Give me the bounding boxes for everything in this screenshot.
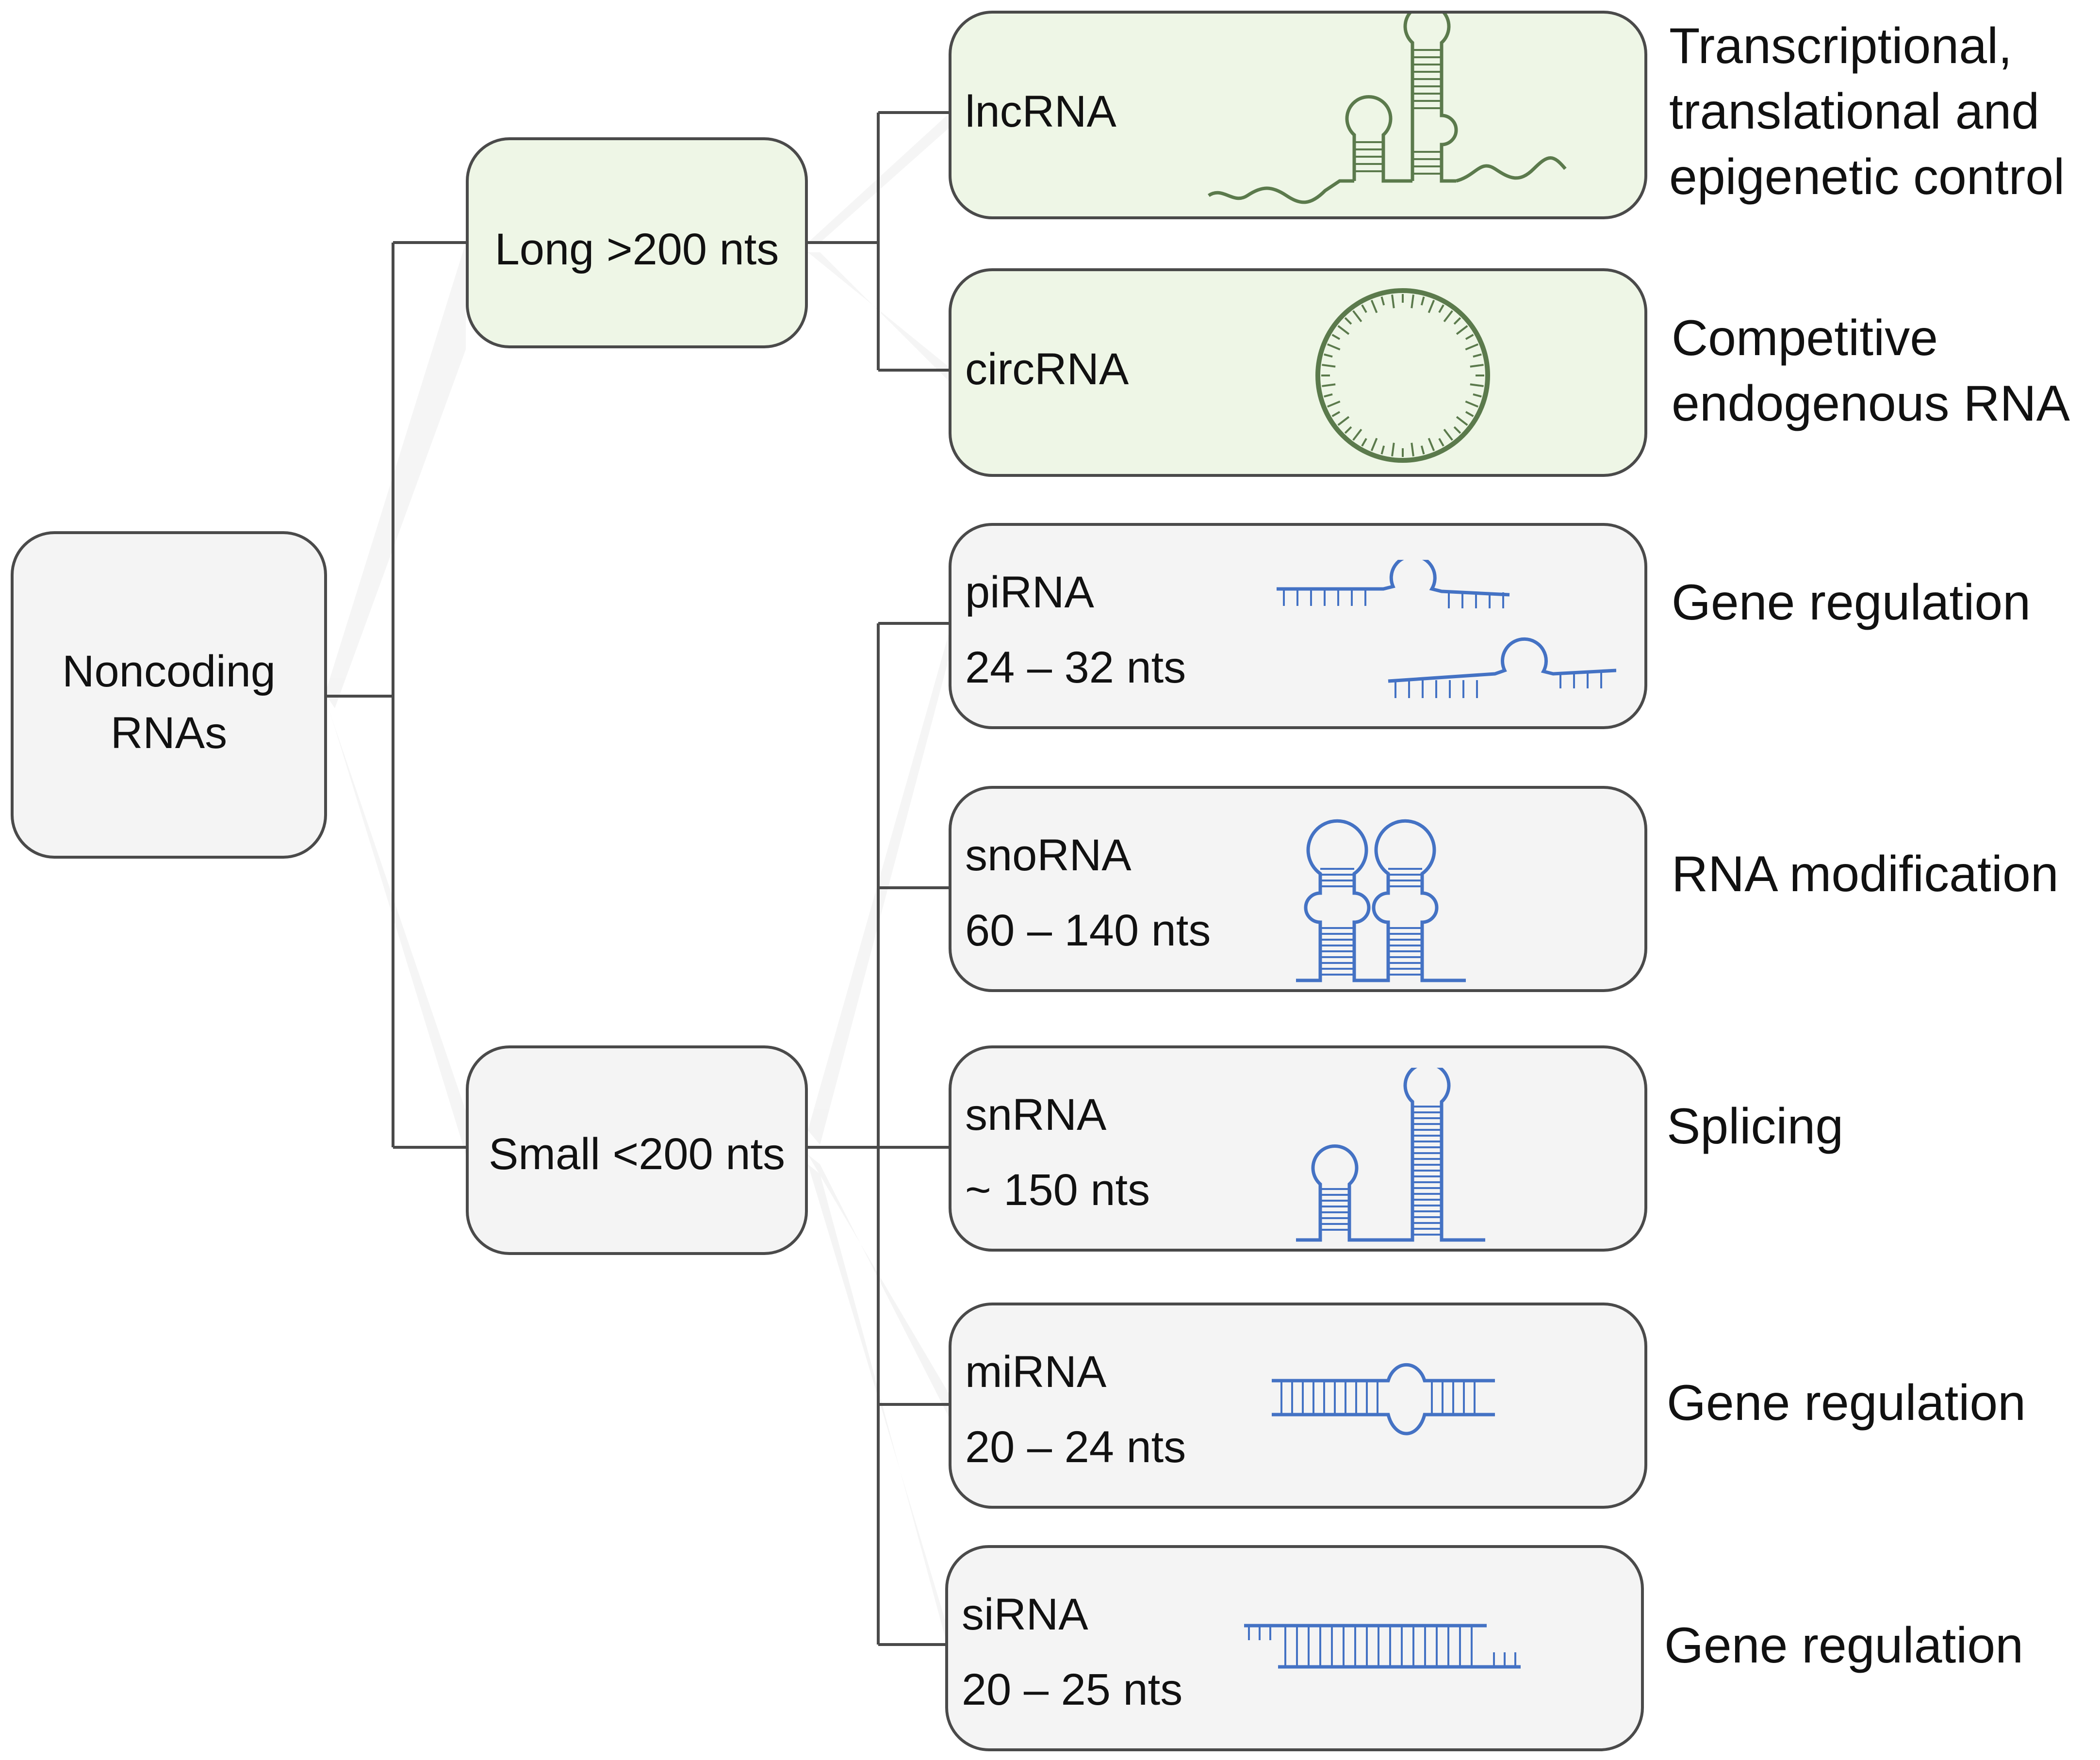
snrna-function: Splicing [1667,1098,1844,1155]
long-group-node: Long >200 nts [466,137,808,348]
root-node: Noncoding RNAs [11,531,327,859]
lncrna-hairpin-icon [1208,14,1567,204]
snorna-name: snoRNA [965,831,1132,880]
long-group-label: Long >200 nts [494,225,779,274]
snorna-double-hairpin-icon [1296,819,1466,982]
small-group-label: Small <200 nts [488,1129,786,1179]
mirna-size: 20 – 24 nts [965,1422,1186,1472]
snorna-node: snoRNA 60 – 140 nts [949,786,1647,992]
lncrna-name: lncRNA [965,87,1116,136]
pirna-strand-icon [1277,560,1616,698]
snrna-node: snRNA ~ 150 nts [949,1045,1647,1252]
circrna-node: circRNA [949,268,1647,477]
snrna-size: ~ 150 nts [965,1165,1150,1215]
sirna-duplex-icon [1244,1624,1521,1669]
circrna-ring-icon [1315,288,1490,463]
pirna-size: 24 – 32 nts [965,643,1186,692]
circrna-function: Competitive endogenous RNA [1672,310,2070,432]
snorna-size: 60 – 140 nts [965,906,1211,955]
sirna-node: siRNA 20 – 25 nts [945,1545,1644,1751]
mirna-node: miRNA 20 – 24 nts [949,1303,1647,1509]
mirna-duplex-icon [1272,1363,1495,1435]
snorna-function: RNA modification [1672,846,2059,902]
root-label: Noncoding RNAs [62,647,276,758]
pirna-node: piRNA 24 – 32 nts [949,523,1647,729]
lncrna-node: lncRNA [949,11,1647,219]
mirna-name: miRNA [965,1347,1107,1397]
sirna-size: 20 – 25 nts [962,1665,1183,1714]
pirna-function: Gene regulation [1672,574,2031,631]
snrna-hairpin-icon [1296,1068,1485,1242]
circrna-name: circRNA [965,344,1129,394]
sirna-name: siRNA [962,1590,1088,1639]
lncrna-function: Transcriptional, translational and epige… [1669,18,2065,206]
small-group-node: Small <200 nts [466,1045,808,1255]
pirna-name: piRNA [965,568,1094,617]
mirna-function: Gene regulation [1667,1375,2026,1431]
snrna-name: snRNA [965,1090,1107,1140]
sirna-function: Gene regulation [1664,1617,2024,1674]
tree-connectors [327,111,950,1646]
